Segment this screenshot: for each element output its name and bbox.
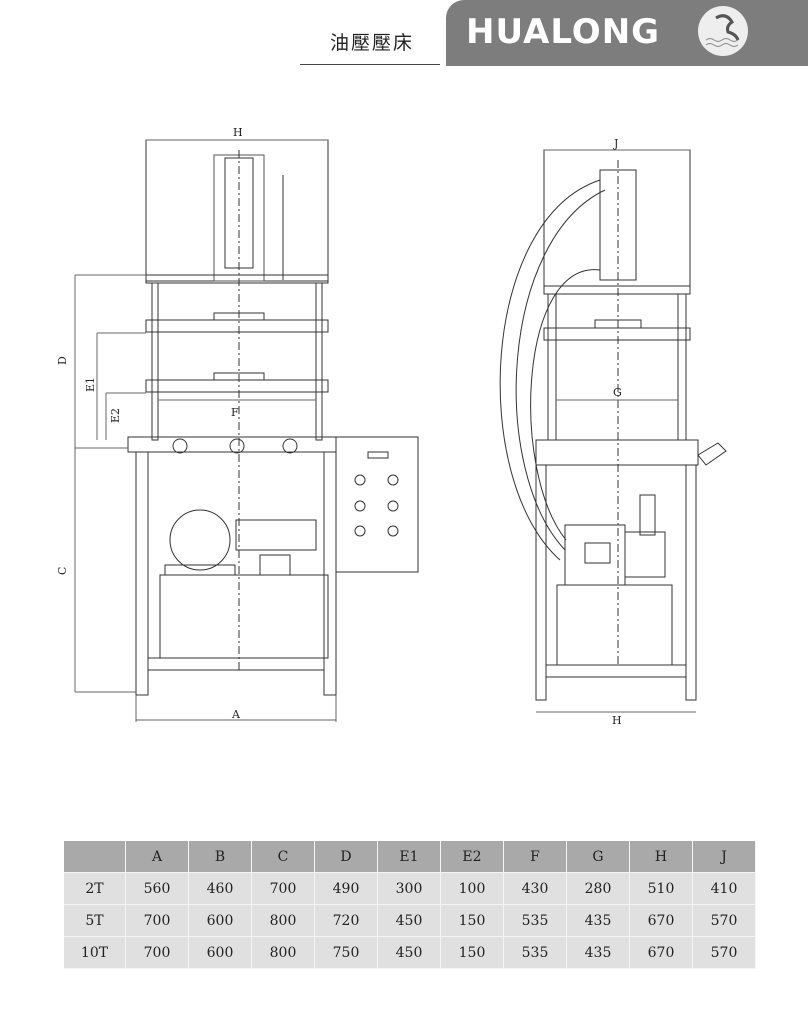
value-cell: 460 [188,872,252,905]
header-cell: B [188,841,252,873]
value-cell: 670 [629,904,693,937]
page-title: 油壓壓床 [330,32,415,54]
dim-label-a: A [231,708,241,721]
model-cell: 2T [64,872,126,905]
technical-drawings: H D E1 E2 F C A [56,126,727,727]
title-divider [300,64,440,65]
value-cell: 150 [440,904,504,937]
value-cell: 570 [692,904,756,937]
header-cell: J [692,841,756,873]
brand-banner: HUALONG [446,0,808,66]
value-cell: 560 [125,872,189,905]
value-cell: 430 [503,872,567,905]
value-cell: 670 [629,936,693,969]
brand-name: HUALONG [466,12,661,52]
header-cell: H [629,841,693,873]
value-cell: 150 [440,936,504,969]
dim-label-h: H [233,126,243,139]
dim-label-h-side: H [612,714,622,727]
header-cell: D [314,841,378,873]
table-header-row: A B C D E1 E2 F G H J [64,841,756,873]
value-cell: 535 [503,936,567,969]
header-cell: G [566,841,630,873]
value-cell: 490 [314,872,378,905]
value-cell: 450 [377,936,441,969]
value-cell: 700 [125,936,189,969]
value-cell: 410 [692,872,756,905]
front-view-drawing [74,139,419,722]
side-view-drawing [499,149,727,713]
dim-label-d: D [56,356,69,365]
header-cell: E2 [440,841,504,873]
header-cell: A [125,841,189,873]
value-cell: 800 [251,936,315,969]
header-cell: C [251,841,315,873]
value-cell: 100 [440,872,504,905]
value-cell: 700 [251,872,315,905]
dim-label-e1: E1 [84,377,97,392]
dim-label-j: J [613,137,618,150]
dim-label-e2: E2 [109,408,122,423]
value-cell: 510 [629,872,693,905]
value-cell: 535 [503,904,567,937]
header-cell: F [503,841,567,873]
dim-label-g: G [613,386,622,399]
model-cell: 5T [64,904,126,937]
value-cell: 435 [566,904,630,937]
value-cell: 435 [566,936,630,969]
value-cell: 570 [692,936,756,969]
value-cell: 700 [125,904,189,937]
value-cell: 720 [314,904,378,937]
model-cell: 10T [64,936,126,969]
value-cell: 450 [377,904,441,937]
value-cell: 280 [566,872,630,905]
header-cell: E1 [377,841,441,873]
value-cell: 750 [314,936,378,969]
value-cell: 300 [377,872,441,905]
value-cell: 600 [188,936,252,969]
value-cell: 600 [188,904,252,937]
dragon-logo-icon [698,6,748,56]
dim-label-c: C [56,567,69,575]
header-cell [64,841,126,873]
value-cell: 800 [251,904,315,937]
dim-label-f: F [231,406,239,419]
